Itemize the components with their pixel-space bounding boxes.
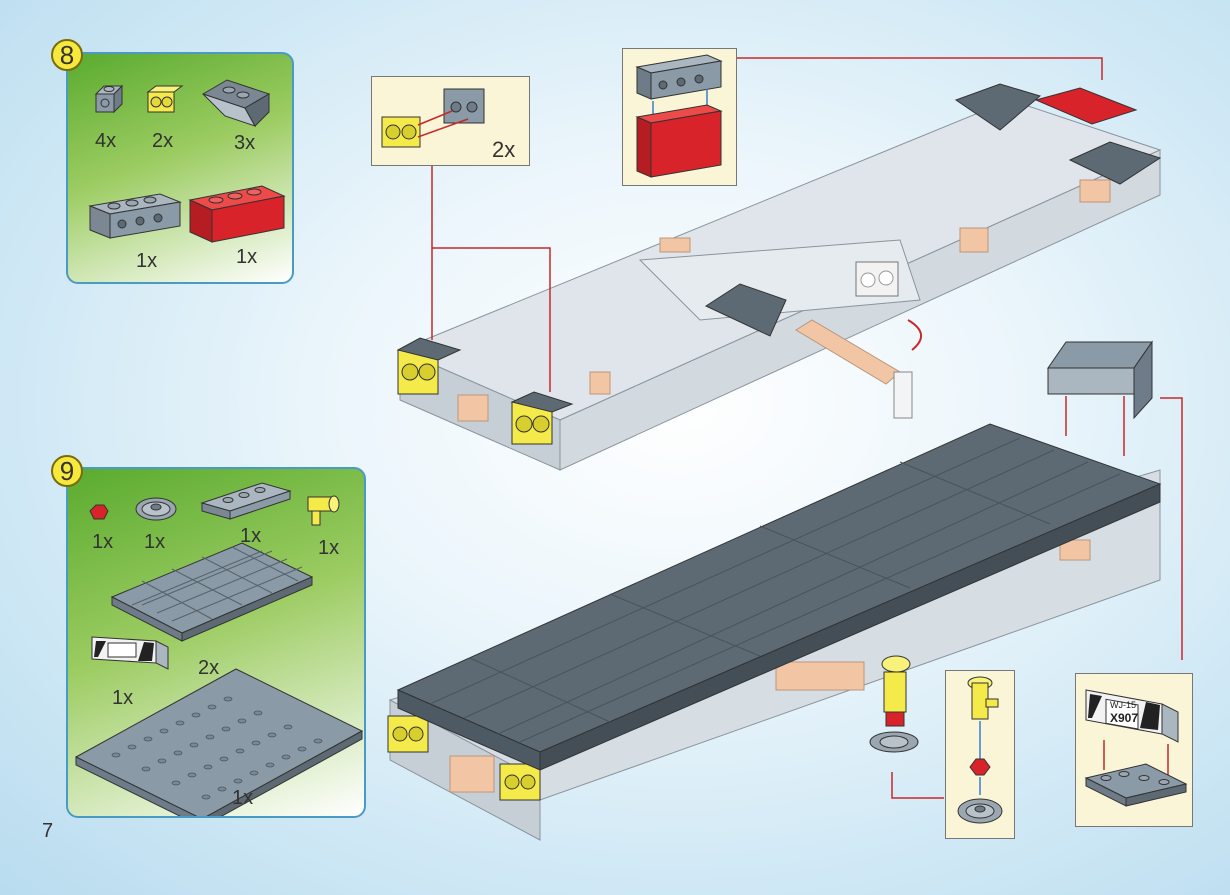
technic-brick-icon	[88, 193, 182, 239]
step-8-parts-art	[88, 79, 286, 243]
callout-nozzle-art	[957, 676, 1003, 824]
callout-license-plate: WJ-15 X907	[1075, 673, 1193, 827]
step-8-qty-slope: 3x	[234, 132, 256, 154]
callout-headlight-attach: 2x	[371, 76, 530, 166]
step-8-qty-red-brick: 1x	[236, 246, 258, 268]
step-9-qty-steering-wheel: 1x	[144, 531, 166, 553]
assembly-arrows	[431, 57, 1183, 799]
red-round-plate-icon	[89, 504, 109, 520]
callout-nozzle-assembly	[945, 670, 1015, 839]
headlight-right	[510, 391, 574, 445]
step-9-parts-panel: 1x 1x 1x 1x 2x 1x 1x	[66, 467, 366, 818]
step-9-badge: 9	[51, 455, 83, 487]
step-9-qty-plate-8x16: 1x	[232, 787, 254, 809]
step-9-qty-round-plate: 1x	[92, 531, 114, 553]
headlight-tile-icon	[146, 85, 184, 113]
plate-8x16-icon	[74, 668, 364, 816]
step-8-qty-side-stud: 4x	[95, 130, 117, 152]
step-9-qty-nozzle: 1x	[318, 537, 340, 559]
step-8-qty-headlight: 2x	[152, 130, 174, 152]
callout-technic-art	[635, 54, 723, 178]
page-number: 7	[42, 820, 54, 842]
bench-piece	[1047, 340, 1153, 420]
license-plate-icon	[91, 636, 169, 670]
red-brick-icon	[188, 185, 286, 243]
callout-license-plate-art: WJ-15 X907	[1084, 689, 1188, 807]
side-stud-brick-icon	[94, 84, 124, 114]
callout-headlight-art	[381, 88, 485, 148]
step-9-parts-art	[74, 482, 364, 816]
hose-nozzle-icon	[307, 495, 340, 526]
plate-text-top: WJ-15	[1110, 700, 1136, 710]
plate-6x8-icon	[110, 542, 314, 642]
step-8-qty-technic: 1x	[136, 250, 158, 272]
callout-headlight-qty: 2x	[492, 137, 516, 162]
chassis-model-step-9	[387, 423, 1162, 841]
step-9-qty-plate-1x4: 1x	[240, 525, 262, 547]
step-9-qty-plate-6x8: 2x	[198, 657, 220, 679]
step-9-qty-license-plate: 1x	[112, 687, 134, 709]
plate-text-bottom: X907	[1110, 711, 1138, 725]
steering-wheel-icon	[135, 497, 177, 521]
plate-1x4-icon	[200, 482, 292, 520]
callout-technic-on-red	[622, 48, 737, 186]
headlight-left	[396, 337, 462, 395]
chassis-model-step-8	[396, 83, 1162, 471]
inverted-slope-icon	[201, 79, 271, 127]
step-8-badge: 8	[51, 39, 83, 71]
step-8-parts-panel: 4x 2x 3x 1x 1x	[66, 52, 294, 284]
